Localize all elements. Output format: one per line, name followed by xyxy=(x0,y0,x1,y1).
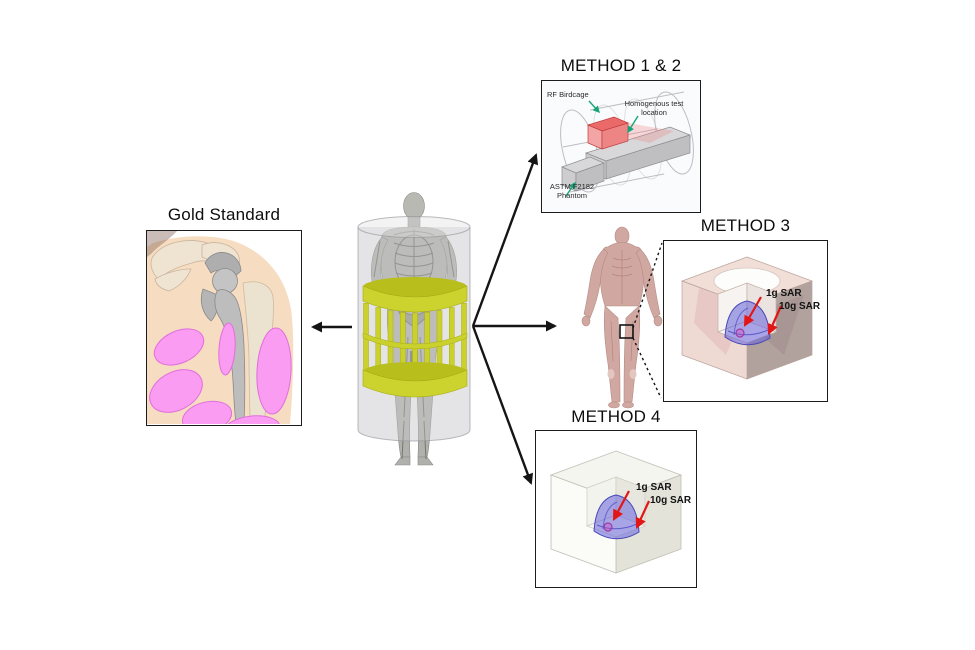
method-4-panel: 1g SAR 10g SAR xyxy=(535,430,697,588)
method-1-2-panel: RF Birdcage Homogenous test location AST… xyxy=(541,80,701,213)
anatomical-body-illustration xyxy=(581,226,663,409)
gold-standard-title: Gold Standard xyxy=(167,205,281,224)
bone-sketch-corner xyxy=(147,231,177,257)
astm-phantom-label: ASTM F2182 Phantom xyxy=(549,182,595,200)
bore-cylinder-rims xyxy=(357,216,471,442)
tissue-cube-illustration xyxy=(680,256,814,380)
gold-standard-panel xyxy=(146,230,302,426)
knee-highlight xyxy=(629,369,637,379)
sar-10g-label: 10g SAR xyxy=(779,301,821,312)
test-location-region xyxy=(586,116,674,150)
rf-birdcage-label: RF Birdcage xyxy=(547,90,589,99)
muscle-shapes xyxy=(149,322,292,424)
birdcage-coil xyxy=(362,277,468,398)
method-3-panel: 1g SAR 10g SAR xyxy=(663,240,828,402)
astm-phantom xyxy=(561,126,692,192)
sar-1g-label: 1g SAR xyxy=(766,288,802,299)
method-1-2-title: METHOD 1 & 2 xyxy=(560,56,682,75)
knee-highlight xyxy=(607,369,615,379)
method-3-title: METHOD 3 xyxy=(700,216,791,235)
sar-arrows xyxy=(612,490,650,529)
body-coil-illustration xyxy=(357,192,471,466)
muscle-detail-lines xyxy=(610,250,634,362)
homogeneous-cube-illustration xyxy=(549,450,683,574)
method-4-title: METHOD 4 xyxy=(571,407,661,426)
test-location-label: Homogenous test location xyxy=(624,99,684,117)
hip-implant-illustration xyxy=(147,231,294,424)
annotation-arrows xyxy=(565,100,639,197)
sar-arrows xyxy=(743,296,783,336)
sar-1g-label: 1g SAR xyxy=(636,482,672,493)
sar-10g-label: 10g SAR xyxy=(650,495,692,506)
hip-implant xyxy=(200,252,246,424)
rf-birdcage-phantom-illustration xyxy=(560,91,694,197)
